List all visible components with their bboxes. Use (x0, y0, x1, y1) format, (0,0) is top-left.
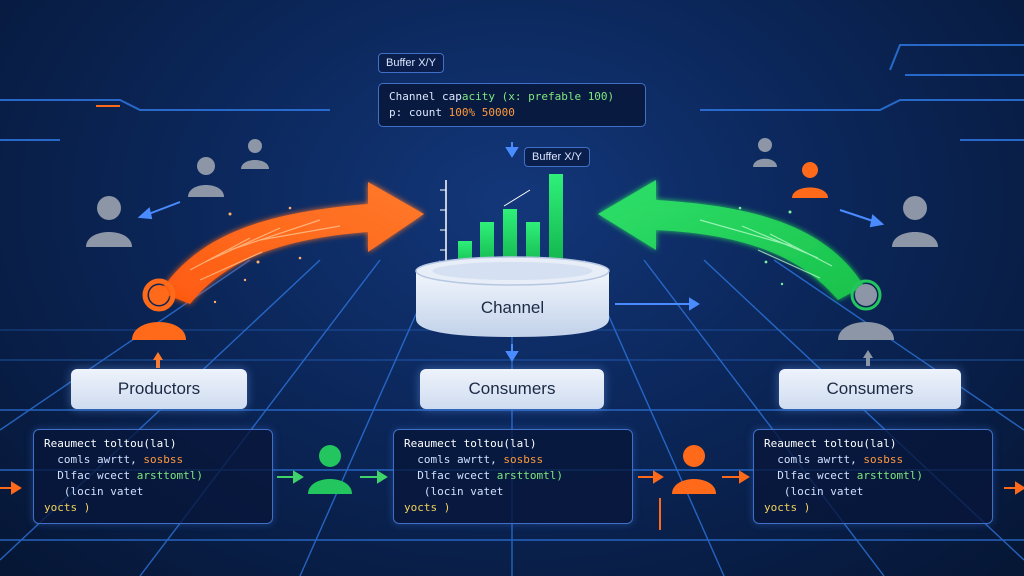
code-panel-right: Reaumect toltou(lal) comls awrtt, sosbss… (753, 429, 993, 524)
channel-label: Channel (480, 298, 545, 317)
person-icon (84, 193, 134, 247)
buffer-tag-mid: Buffer X/Y (524, 147, 590, 167)
producers-label: Productors (71, 369, 247, 409)
code-panel-center: Reaumect toltou(lal) comls awrtt, sosbss… (393, 429, 633, 524)
person-icon (752, 137, 778, 167)
person-icon (130, 278, 188, 340)
person-icon (670, 442, 718, 494)
person-icon (890, 193, 940, 247)
channel-cylinder-icon (415, 256, 610, 337)
channel-info-box: Channel capacity (x: prefable 100) p: co… (378, 83, 646, 127)
person-icon (836, 278, 896, 340)
person-icon (240, 137, 270, 169)
buffer-tag-top: Buffer X/Y (378, 53, 444, 73)
consumers-center-label: Consumers (420, 369, 604, 409)
person-icon (306, 442, 354, 494)
code-panel-left: Reaumect toltou(lal) comls awrtt, sosbss… (33, 429, 273, 524)
person-icon (790, 160, 830, 198)
person-icon (186, 155, 226, 197)
consumers-right-label: Consumers (779, 369, 961, 409)
